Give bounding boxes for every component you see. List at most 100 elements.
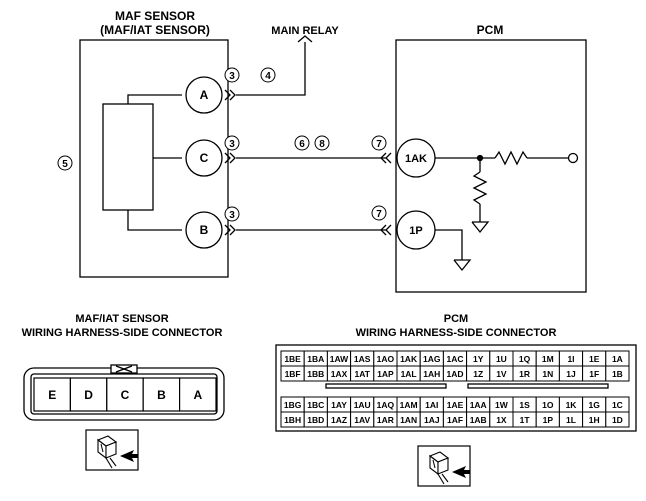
pcm-pin-label: 1T <box>520 415 531 425</box>
ref-6-label: 6 <box>299 139 305 150</box>
pcm-pin-label: 1AR <box>377 415 394 425</box>
pcm-pin-1h: 1H <box>582 411 607 428</box>
pcm-pin-label: 1B <box>612 369 623 379</box>
pcm-pin-label: 1P <box>543 415 554 425</box>
ref-7-1ak-label: 7 <box>376 139 382 150</box>
pcm-pin-1aj: 1AJ <box>419 411 444 428</box>
pcm-connector-key-slot-2 <box>467 383 609 389</box>
pcm-pin-label: 1H <box>589 415 600 425</box>
signal-wires <box>236 152 392 236</box>
pcm-pin-1ap: 1AP <box>373 365 398 382</box>
maf-terminal-c-label: C <box>200 151 209 165</box>
ground-symbol-1 <box>471 221 490 234</box>
pcm-pin-label: 1AA <box>470 400 487 410</box>
pcm-pin-1s: 1S <box>512 396 537 413</box>
ground-symbol-2 <box>453 259 472 272</box>
maf-title-line-2: (MAF/IAT SENSOR) <box>100 23 210 37</box>
reference-voltage-terminal <box>567 152 579 164</box>
pcm-pin-label: 1BC <box>307 400 324 410</box>
pcm-pin-1aq: 1AQ <box>373 396 398 413</box>
maf-pin-b: B <box>142 377 181 412</box>
pcm-pin-label: 1BH <box>284 415 301 425</box>
maf-wire-a <box>127 94 182 104</box>
ref-8: 8 <box>314 135 330 151</box>
maf-sensor-box <box>79 39 229 278</box>
maf-connector-title-2: WIRING HARNESS-SIDE CONNECTOR <box>22 327 223 339</box>
ref-4-label: 4 <box>265 71 271 82</box>
ref-3-c: 3 <box>224 135 240 151</box>
main-relay-wire <box>236 35 313 96</box>
maf-pin-label: B <box>157 388 166 402</box>
pcm-pin-1aa: 1AA <box>466 396 491 413</box>
pcm-pin-label: 1G <box>589 400 601 410</box>
pcm-pin-1m: 1M <box>535 350 560 367</box>
pcm-pin-label: 1AX <box>331 369 348 379</box>
maf-pin-label: E <box>48 388 56 402</box>
pcm-pin-label: 1AF <box>447 415 463 425</box>
pcm-pin-label: 1AS <box>354 354 371 364</box>
pcm-pin-label: 1AQ <box>377 400 395 410</box>
pcm-pin-1ba: 1BA <box>303 350 328 367</box>
pcm-connector-frame <box>275 344 637 432</box>
pcm-pin-1n: 1N <box>535 365 560 382</box>
maf-pin-label: C <box>121 388 130 402</box>
pcm-pin-1c: 1C <box>605 396 630 413</box>
pcm-pin-1t: 1T <box>512 411 537 428</box>
pcm-pin-1a: 1A <box>605 350 630 367</box>
pcm-pin-1af: 1AF <box>442 411 468 428</box>
maf-wire-b <box>127 210 182 231</box>
ref-3-c-label: 3 <box>229 139 235 150</box>
pcm-pin-1i: 1I <box>558 350 584 367</box>
pcm-pin-1v: 1V <box>489 365 514 382</box>
maf-terminal-b-label: B <box>200 223 209 237</box>
pcm-pin-label: 1AD <box>446 369 463 379</box>
pcm-pin-label: 1X <box>496 415 507 425</box>
pcm-pin-1bc: 1BC <box>303 396 328 413</box>
pcm-pin-1ac: 1AC <box>442 350 468 367</box>
pcm-pin-label: 1AO <box>377 354 395 364</box>
pcm-connector-title-1: PCM <box>444 313 468 325</box>
pcm-pin-1bb: 1BB <box>303 365 328 382</box>
maf-terminal-c: C <box>185 139 223 177</box>
pcm-pin-1j: 1J <box>558 365 584 382</box>
pcm-pin-label: 1AT <box>354 369 370 379</box>
pcm-pin-1ah: 1AH <box>419 365 444 382</box>
pcm-pin-label: 1AW <box>330 354 349 364</box>
pcm-pin-1at: 1AT <box>350 365 375 382</box>
pcm-pin-label: 1AK <box>400 354 418 364</box>
pcm-pin-1o: 1O <box>535 396 560 413</box>
pcm-pin-label: 1N <box>542 369 553 379</box>
maf-sensor-block <box>79 39 229 278</box>
maf-title-line-1: MAF SENSOR <box>115 9 195 23</box>
maf-pin-c: C <box>106 377 144 412</box>
pcm-pin-label: 1A <box>612 354 623 364</box>
pcm-pin-1be: 1BE <box>280 350 305 367</box>
maf-connector-title-1: MAF/IAT SENSOR <box>75 313 168 325</box>
pcm-terminal-1ak: 1AK <box>396 138 436 178</box>
ref-3-b: 3 <box>224 206 240 222</box>
ref-3-a-label: 3 <box>229 71 235 82</box>
insertion-arrow-icon <box>120 450 138 462</box>
pcm-pin-label: 1BF <box>285 369 301 379</box>
pcm-pin-label: 1J <box>566 369 576 379</box>
pcm-pin-label: 1AP <box>377 369 394 379</box>
pcm-pin-label: 1BE <box>284 354 301 364</box>
pcm-pin-1az: 1AZ <box>326 411 352 428</box>
maf-connector-chevrons <box>224 89 236 236</box>
pcm-pin-label: 1BB <box>307 369 324 379</box>
pull-down-resistor <box>472 171 488 205</box>
pcm-pin-1ak: 1AK <box>396 350 421 367</box>
pcm-pin-label: 1S <box>519 400 530 410</box>
pcm-pin-label: 1Q <box>519 354 531 364</box>
ref-5-label: 5 <box>62 159 68 170</box>
maf-pin-label: D <box>84 388 93 402</box>
pcm-pin-1bd: 1BD <box>303 411 328 428</box>
pcm-pin-1as: 1AS <box>350 350 375 367</box>
maf-pin-a: A <box>179 377 217 412</box>
pcm-pin-1ae: 1AE <box>442 396 468 413</box>
pcm-pin-1k: 1K <box>558 396 584 413</box>
pcm-pin-1bh: 1BH <box>280 411 305 428</box>
